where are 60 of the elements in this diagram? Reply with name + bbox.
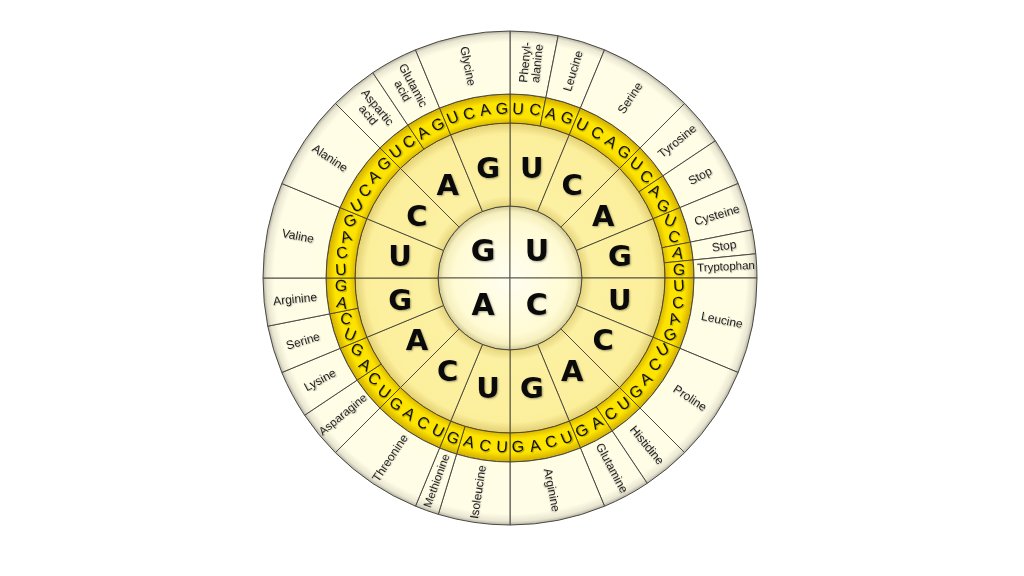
base-letter: A	[335, 294, 350, 312]
amino-acid-name: Stop	[686, 165, 715, 188]
amino-acid-name: Arginine	[541, 467, 563, 513]
base-letter: A	[471, 289, 495, 320]
base-letter: C	[406, 201, 428, 231]
base-letter: U	[388, 241, 412, 271]
base-letter: A	[414, 123, 432, 143]
base-letter: U	[520, 153, 544, 183]
amino-acid-name: Phenyl- alanine	[516, 40, 546, 86]
base-letter: C	[592, 325, 614, 355]
base-letter: A	[543, 104, 559, 123]
base-letter: G	[444, 427, 462, 448]
base-letter: U	[476, 373, 500, 403]
base-letter: C	[527, 101, 542, 120]
base-letter: U	[524, 236, 550, 267]
amino-acid-name: Glycine	[458, 45, 478, 87]
base-letter: U	[495, 438, 508, 456]
base-letter: U	[512, 100, 525, 118]
base-letter: G	[388, 285, 413, 315]
amino-acid-name: Valine	[281, 226, 316, 245]
base-letter: C	[670, 293, 685, 312]
base-letter: A	[528, 436, 542, 455]
base-letter: G	[334, 277, 348, 295]
amino-acid-name: Tryptophan	[696, 260, 755, 275]
base-letter: U	[673, 277, 686, 295]
base-letter: G	[494, 100, 509, 118]
base-letter: G	[672, 261, 686, 279]
base-letter: C	[525, 289, 548, 320]
base-letter: A	[478, 101, 492, 120]
amino-acid-name: Leucine	[560, 49, 585, 94]
amino-acid-name: Leucine	[700, 310, 744, 331]
base-letter: U	[444, 108, 462, 128]
base-letter: A	[405, 325, 429, 355]
base-letter: C	[460, 104, 477, 123]
base-letter: G	[511, 438, 525, 456]
base-letter: G	[607, 241, 632, 271]
base-letter: G	[519, 373, 544, 403]
base-letter: C	[335, 244, 350, 263]
base-letter: U	[573, 115, 592, 135]
base-letter: A	[591, 201, 615, 231]
amino-acid-name: Arginine	[272, 291, 318, 308]
base-letter: A	[436, 170, 459, 200]
base-letter: A	[461, 433, 477, 452]
base-letter: A	[670, 244, 685, 262]
base-letter: C	[437, 356, 459, 386]
amino-acid-name: Cysteine	[692, 202, 741, 228]
base-letter: U	[558, 427, 576, 448]
base-letter: G	[476, 153, 501, 183]
amino-acid-name: Stop	[710, 238, 737, 255]
base-letter: G	[470, 236, 496, 267]
amino-acid-name: Isoleucine	[468, 464, 489, 520]
base-letter: U	[608, 285, 632, 315]
base-letter: C	[478, 436, 493, 455]
base-letter: A	[666, 309, 682, 329]
base-letter: G	[558, 108, 576, 129]
base-letter: C	[561, 170, 583, 200]
base-letter: U	[334, 261, 347, 278]
base-letter: A	[561, 356, 584, 386]
amino-acid-name: Serine	[284, 329, 322, 352]
base-letter: C	[543, 433, 560, 452]
